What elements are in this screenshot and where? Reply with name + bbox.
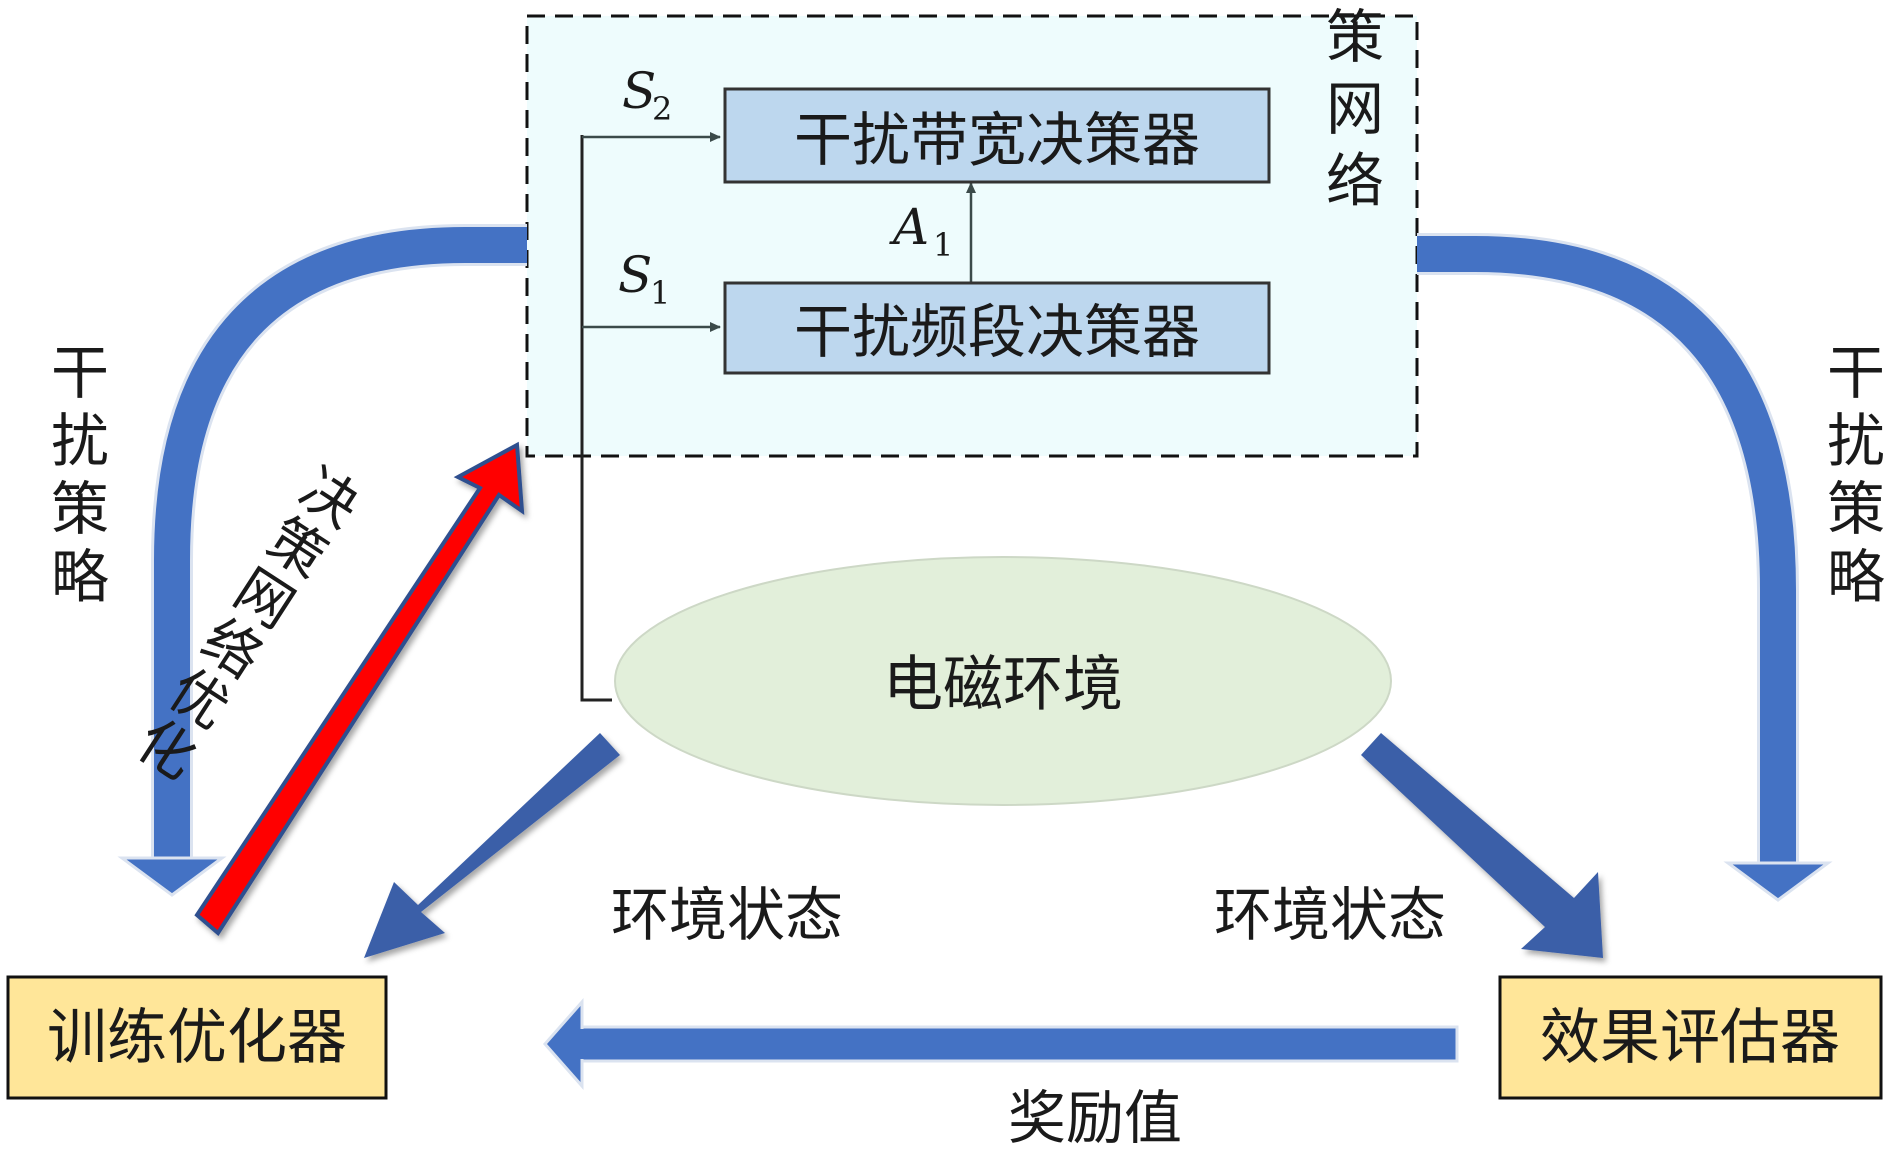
bandwidth-decider-box [723,87,1271,184]
decision-network-label: 决策网络 [1316,0,1384,222]
right-strategy-arrow-head [1723,861,1833,902]
optimize-arrow [194,441,525,937]
reward-label: 奖励值 [1008,1084,1182,1152]
env-state-right-arrow [1361,733,1603,958]
trainer-box [6,975,388,1100]
s2-symbol: S [622,62,656,120]
a1-symbol: A [889,198,929,256]
left-strategy-arrow-shaft [154,227,527,860]
left-strategy-label: 干扰策略 [41,342,109,614]
right-strategy-label: 干扰策略 [1817,342,1885,614]
frequency-decider-label: 干扰频段决策器 [794,298,1200,366]
s2-subscript: 2 [652,90,672,128]
env-state-right-label: 环境状态 [1214,881,1446,949]
s1-symbol: S [618,246,652,304]
environment-ellipse [614,556,1392,806]
env-state-left-arrow [364,733,620,958]
s1-subscript: 1 [650,274,670,312]
evaluator-label: 效果评估器 [1540,1003,1840,1073]
bandwidth-decider-label: 干扰带宽决策器 [794,106,1200,174]
right-strategy-arrow-shaft [1417,236,1796,865]
reward-arrow-shaft [578,1025,1459,1063]
trainer-label: 训练优化器 [47,1003,347,1073]
evaluator-box [1498,975,1883,1100]
state-connector-line [580,135,612,702]
frequency-decider-box [723,281,1271,375]
environment-label: 电磁环境 [883,650,1123,720]
reward-arrow-joint [575,1029,587,1059]
left-strategy-arrow-head [117,856,227,897]
env-state-left-label: 环境状态 [611,881,843,949]
a1-subscript: 1 [933,226,953,264]
